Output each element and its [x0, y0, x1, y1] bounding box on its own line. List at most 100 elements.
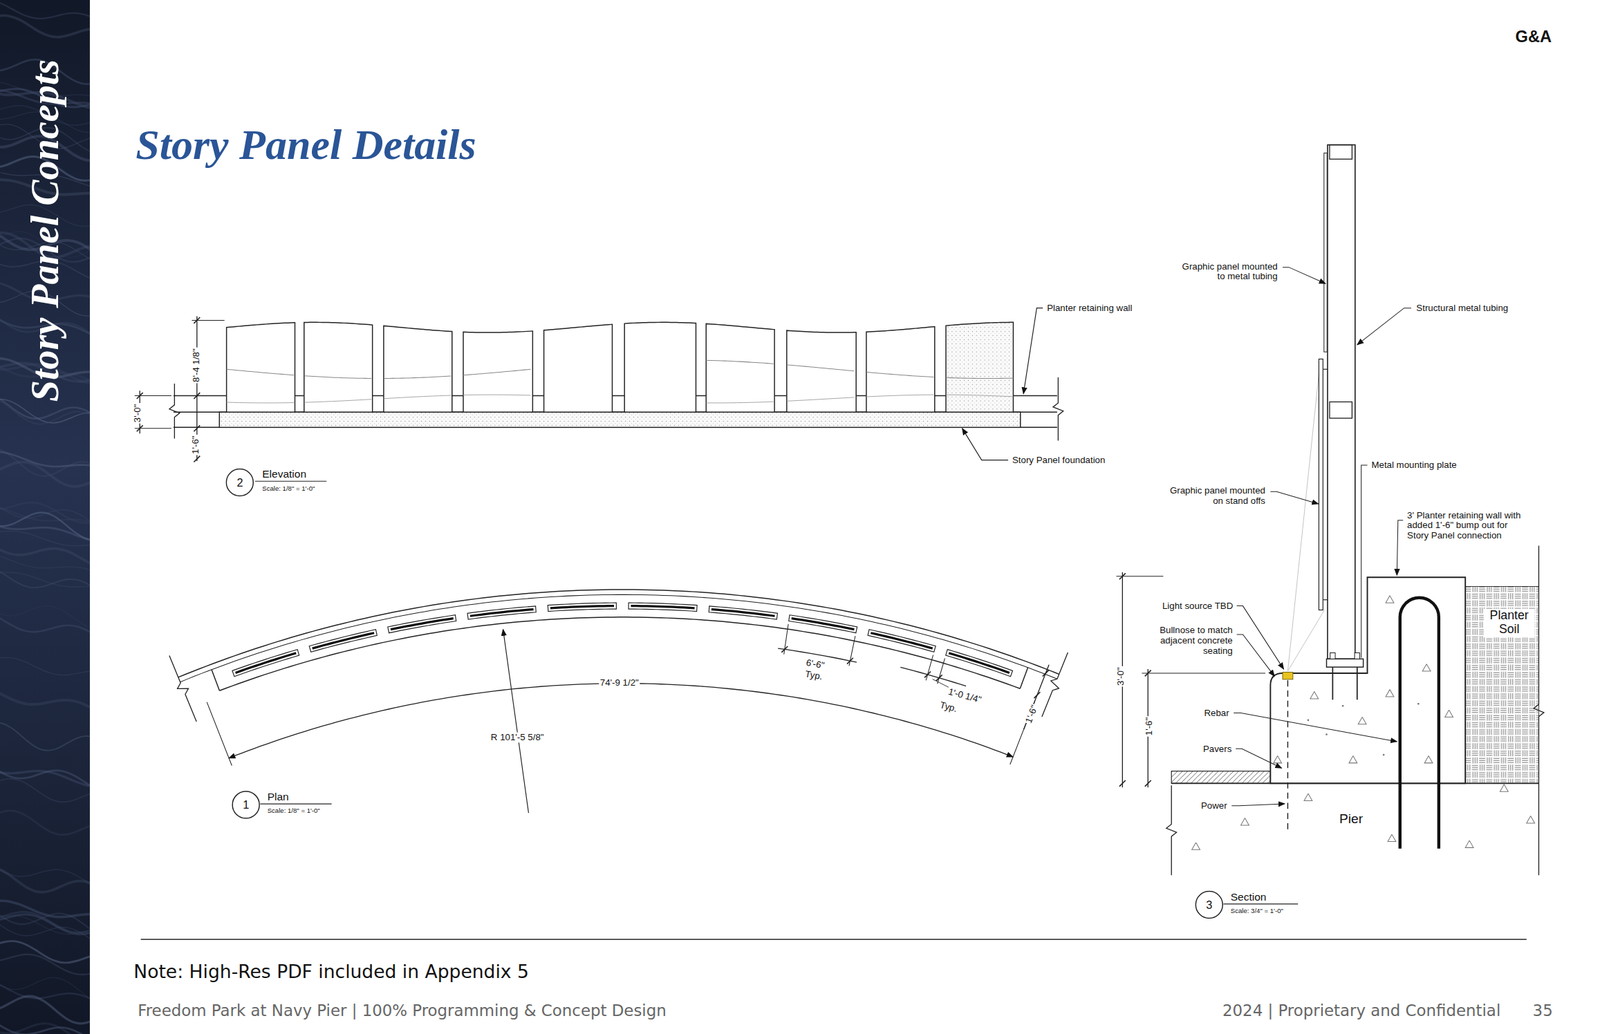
elevation-story-panel: [786, 330, 857, 413]
view-title: Section: [1229, 890, 1268, 904]
leader-line: [1282, 267, 1326, 285]
panel-graphic-wave: [383, 395, 451, 399]
foundation-end: [1019, 667, 1028, 689]
water-ripple: [0, 768, 90, 788]
callout-number: 2: [236, 476, 243, 489]
break-line: [169, 383, 180, 440]
dimension-tick: [193, 392, 200, 399]
leader-line: [1270, 491, 1318, 505]
dimension-tick: [193, 317, 200, 324]
light-source: [1282, 672, 1293, 680]
callout-label: Graphic panel mounted to metal tubing: [1176, 260, 1280, 283]
plan-story-panel-core: [630, 606, 695, 609]
water-ripple: [0, 657, 90, 675]
panel-graphic-wave: [304, 376, 372, 379]
concrete-aggregate: [1349, 756, 1358, 764]
callout-label: Story Panel foundation: [1010, 454, 1106, 466]
elevation-story-panel: [866, 327, 935, 413]
dimension-tick: [936, 674, 943, 682]
water-ripple: [0, 916, 90, 935]
dimension-tick: [924, 672, 931, 679]
graphic-panel: [1318, 358, 1323, 610]
panel-graphic-wave: [463, 394, 531, 397]
dimension-label: 1'-6": [1143, 716, 1155, 737]
water-ripple: [0, 569, 90, 588]
light-beam: [1287, 610, 1325, 673]
water-ripple: [0, 921, 90, 942]
page-title: Story Panel Details: [135, 123, 476, 167]
concrete-aggregate: [1385, 690, 1394, 697]
footer-text: Freedom Park at Navy Pier | 100% Program…: [136, 1003, 668, 1022]
leader-line: [1236, 634, 1276, 677]
plan-story-panel-core: [550, 606, 615, 609]
panel-graphic-wave: [945, 377, 1013, 379]
callout-circle: 2: [225, 468, 254, 497]
water-ripple: [0, 722, 90, 751]
plan-story-panel: [309, 629, 377, 653]
metal-mounting-plate: [1326, 658, 1364, 668]
view-scale: Scale: 3/4" = 1'-0": [1229, 906, 1285, 915]
break-line: [1042, 652, 1069, 718]
dimension-note: Typ.: [802, 668, 824, 683]
concrete-aggregate: [1310, 692, 1319, 700]
water-ripple: [0, 900, 90, 917]
view-scale: Scale: 1/8" = 1'-0": [261, 484, 316, 492]
panel-graphic-wave: [226, 369, 294, 376]
dimension-label: 1'-6": [1023, 703, 1041, 727]
plan-story-panel: [788, 615, 858, 634]
elevation-story-panel: [544, 324, 613, 413]
concrete-aggregate: [1325, 733, 1328, 736]
dimension-tick: [781, 646, 788, 653]
plan-story-panel: [708, 606, 778, 620]
water-ripple: [0, 398, 90, 425]
leader-line: [1236, 606, 1285, 670]
concrete-aggregate: [1304, 793, 1313, 801]
plan-story-panel: [547, 602, 617, 612]
plan-story-panel-core: [470, 609, 534, 617]
callout-circle-shape: [1195, 891, 1223, 919]
view-title-underline: [259, 804, 332, 805]
callout-label: Structural metal tubing: [1415, 302, 1510, 314]
dimension-label: R 101'-5 5/8": [489, 732, 545, 744]
dimension-tick: [1042, 670, 1049, 677]
panel-graphic-wave: [945, 394, 1013, 397]
callout-label: Pavers: [1201, 743, 1233, 755]
concrete-aggregate: [1387, 834, 1397, 842]
story-panel-foundation: [219, 412, 1020, 428]
bolt-nut: [1330, 652, 1336, 659]
callout-label: Planter retaining wall: [1046, 302, 1134, 314]
callout-label: Power: [1200, 800, 1229, 812]
pavers: [1171, 771, 1271, 785]
divider-line: [141, 938, 1527, 941]
plan-story-panel: [867, 629, 936, 653]
concrete-aggregate: [1385, 596, 1394, 603]
concrete-aggregate: [1424, 756, 1433, 764]
leader-line: [1396, 520, 1403, 576]
water-ripple: [0, 531, 90, 547]
concrete-aggregate: [1382, 754, 1385, 757]
plan-story-panel-core: [235, 653, 297, 674]
plan-story-panel: [628, 602, 697, 612]
callout-label: 3' Planter retaining wall with added 1'-…: [1406, 509, 1529, 542]
stand-off: [1322, 599, 1328, 601]
panel-graphic-wave: [463, 369, 531, 375]
plan-story-panel: [232, 649, 300, 677]
panel-graphic-wave: [705, 360, 774, 364]
anchor-bolt: [1356, 667, 1358, 700]
plan-story-panel: [387, 615, 457, 634]
callout-label: Bullnose to match adjacent concrete seat…: [1154, 625, 1234, 657]
panel-graphic-wave: [383, 376, 451, 379]
brand-mark: G&A: [1514, 27, 1553, 47]
view-title: Elevation: [261, 467, 308, 480]
dimension-tick: [136, 425, 144, 432]
graphic-panel: [1324, 152, 1327, 352]
concrete-aggregate: [1526, 816, 1536, 824]
dimension-label: 3'-0": [1115, 666, 1126, 687]
page-number: 35: [1531, 1003, 1554, 1022]
footer-text: 2024 | Proprietary and Confidential: [1221, 1003, 1502, 1022]
dimension-tick: [136, 392, 144, 399]
callout-label: Metal mounting plate: [1370, 460, 1458, 471]
elevation-story-panel: [226, 322, 296, 413]
dimension-label: 74'-9 1/2": [598, 677, 640, 688]
